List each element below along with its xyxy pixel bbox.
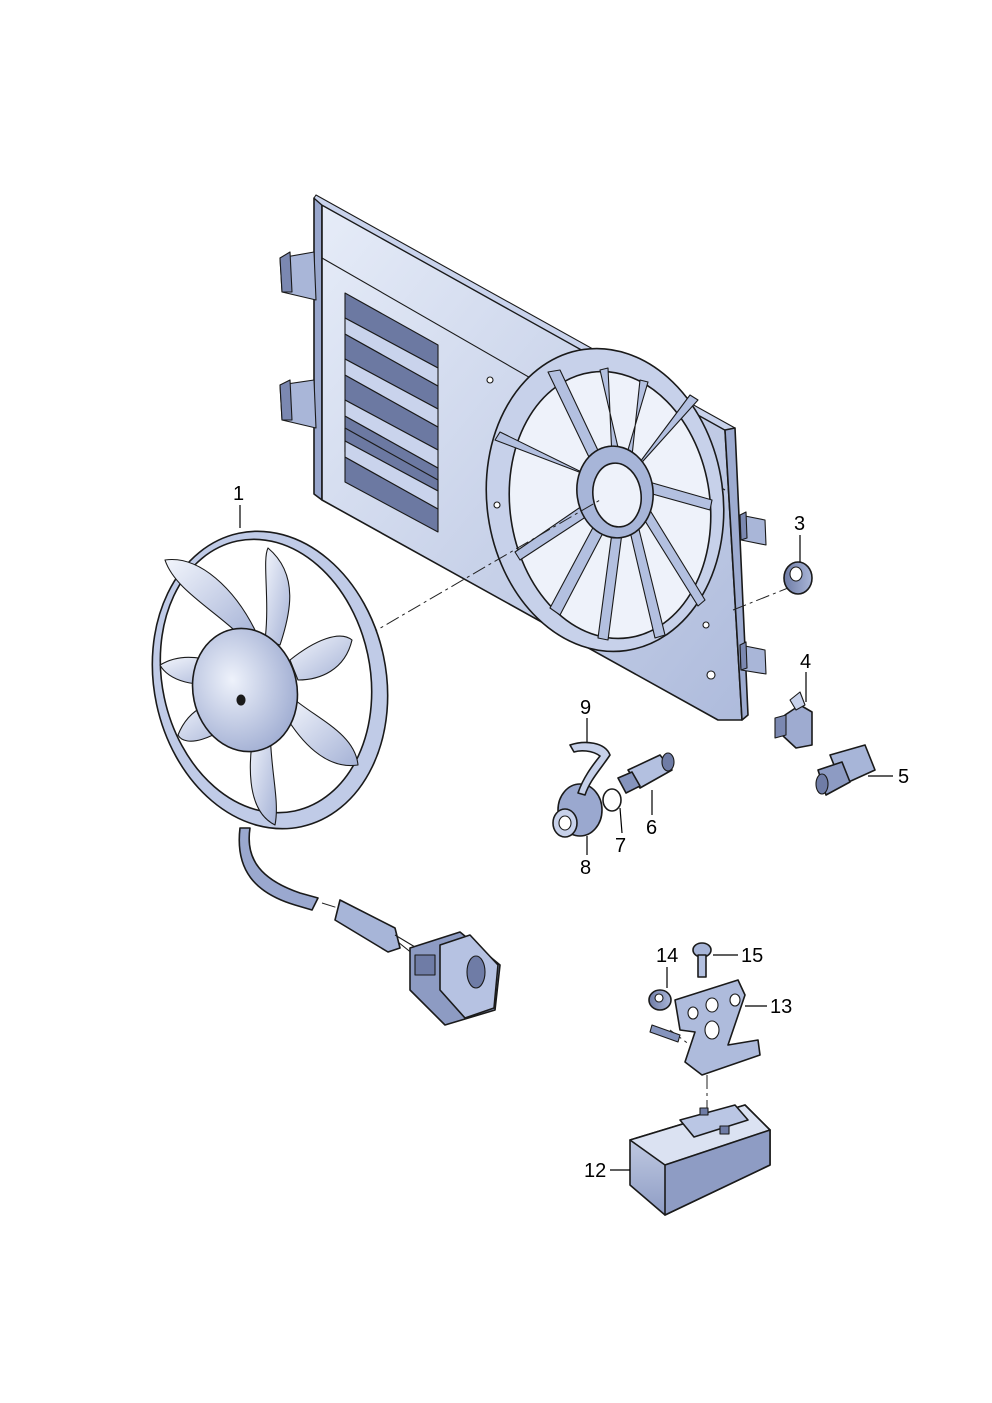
callout-1: 1	[233, 483, 244, 505]
cable-break-line	[321, 902, 339, 909]
fan-shroud-icon	[279, 194, 767, 721]
sensor-housing-part-8	[552, 783, 603, 838]
retaining-clip-part-9	[569, 741, 611, 796]
o-ring-part-7	[602, 788, 622, 812]
callout-7: 7	[615, 835, 626, 857]
shroud-louvres	[344, 292, 439, 533]
shroud-ring	[485, 347, 725, 653]
control-unit-icon	[629, 1104, 771, 1216]
temperature-sensor-part-6	[617, 752, 675, 794]
callout-8: 8	[580, 857, 591, 879]
callout-9: 9	[580, 697, 591, 719]
callout-12: 12	[584, 1160, 606, 1182]
mounting-tab-right-top	[739, 511, 767, 546]
pressure-switch-part-5	[815, 744, 876, 796]
mounting-tab-right-bottom	[739, 641, 767, 675]
callout-15: 15	[741, 945, 763, 967]
leader-lines	[239, 505, 893, 1171]
fan-connector	[409, 931, 501, 1026]
callout-6: 6	[646, 817, 657, 839]
callout-labels: 1 3 4 5 6 7 8 9 12 13 14 15	[233, 483, 909, 1182]
bracket-part-13	[649, 979, 761, 1076]
retaining-clip-part-4	[774, 691, 813, 749]
mounting-tab-left-top	[279, 251, 317, 301]
bolt-part-15	[692, 942, 712, 978]
fan-wheel-icon	[151, 530, 501, 1026]
mounting-tab-left-bottom	[279, 379, 317, 429]
assembly-axis-line	[364, 499, 601, 638]
callout-3: 3	[794, 513, 805, 535]
callout-13: 13	[770, 996, 792, 1018]
nut-part-14	[648, 989, 672, 1011]
nut-axis-line	[732, 587, 789, 611]
callout-14: 14	[656, 945, 678, 967]
nut-part-3	[783, 561, 813, 595]
callout-5: 5	[898, 766, 909, 788]
callout-4: 4	[800, 651, 811, 673]
